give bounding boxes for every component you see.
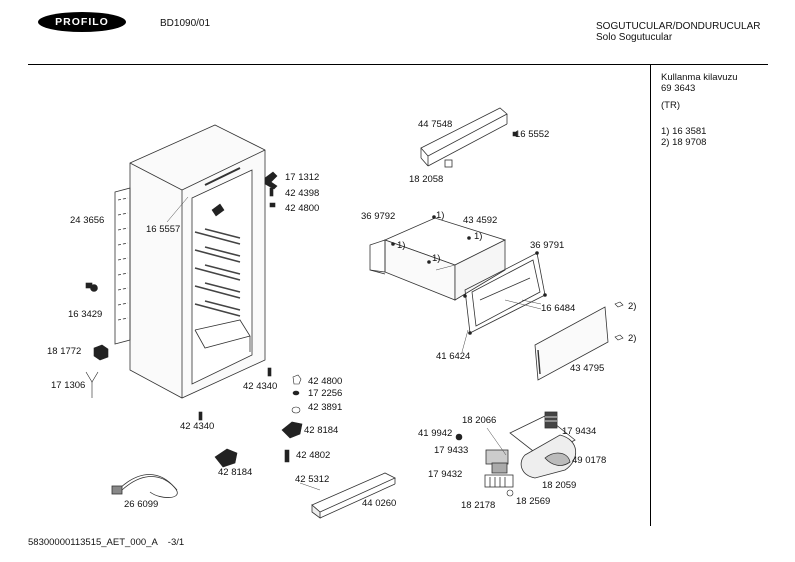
evaporator-drawing: [114, 187, 131, 345]
part-label: 17 1312: [285, 172, 320, 183]
part-label: 17 2256: [308, 388, 343, 399]
part-label: 42 4340: [180, 421, 215, 432]
part-label: 18 2178: [461, 500, 496, 511]
note-2: 2) 18 9708: [661, 137, 707, 148]
part-label: 44 0260: [362, 498, 397, 509]
screw-icon-3: [198, 411, 203, 421]
bolt-icon: [292, 374, 302, 385]
part-label: 49 0178: [572, 455, 607, 466]
category-title: SOGUTUCULAR/DONDURUCULAR: [596, 21, 761, 32]
cabinet-drawing: [129, 124, 266, 399]
bracket-icon: [264, 171, 278, 190]
footnote-marker: 1): [432, 253, 441, 264]
part-label: 18 2059: [542, 480, 577, 491]
part-label: 16 5557: [146, 224, 181, 235]
footnote-marker: 2): [628, 301, 637, 312]
part-label: 16 6484: [541, 303, 576, 314]
document-id: 58300000113515_AET_000_A -3/1: [28, 537, 185, 548]
part-label: 41 9942: [418, 428, 453, 439]
knob-icon-2: [506, 489, 514, 497]
part-label: 43 4795: [570, 363, 605, 374]
part-label: 17 9433: [434, 445, 469, 456]
part-label: 36 9791: [530, 240, 565, 251]
clip-icon-2: [614, 301, 624, 308]
bushing-icon: [85, 282, 93, 289]
part-label: 16 5552: [515, 129, 550, 140]
category-subtitle: Solo Sogutucular: [596, 32, 673, 43]
part-label: 42 4340: [243, 381, 278, 392]
profilo-logo: PROFILO: [38, 12, 126, 32]
part-label: 18 2569: [516, 496, 551, 507]
screw-icon: [269, 187, 274, 197]
clip-icon: [85, 371, 99, 383]
drawer-drawing: [369, 217, 507, 301]
handle-drawing: [311, 472, 396, 519]
door-panel-drawing: [534, 306, 609, 381]
connector-block-icon: [93, 344, 109, 361]
washer-icon-2: [292, 390, 300, 396]
nut-icon: [269, 202, 276, 208]
pin-icon: [284, 449, 290, 463]
part-label: 17 9432: [428, 469, 463, 480]
part-label: 24 3656: [70, 215, 105, 226]
hinge-plate-icon-2: [214, 448, 238, 468]
part-label: 18 2058: [409, 174, 444, 185]
language-code: (TR): [661, 100, 680, 111]
part-label: 42 3891: [308, 402, 343, 413]
footnote-marker: 1): [397, 240, 406, 251]
part-label: 42 8184: [304, 425, 339, 436]
part-label: 26 6099: [124, 499, 159, 510]
manual-label: Kullanma kilavuzu: [661, 72, 738, 83]
part-label: 17 1306: [51, 380, 86, 391]
clip-icon-3: [614, 334, 624, 341]
sidebar-divider: [650, 64, 651, 526]
knob-icon: [455, 433, 463, 441]
header-divider: [28, 64, 768, 65]
part-label: 42 8184: [218, 467, 253, 478]
part-label: 17 9434: [562, 426, 597, 437]
part-label: 36 9792: [361, 211, 396, 222]
part-label: 41 6424: [436, 351, 471, 362]
part-label: 42 4398: [285, 188, 320, 199]
part-label: 42 4800: [308, 376, 343, 387]
hinge-plate-icon: [281, 421, 303, 439]
cap-icon: [512, 131, 518, 137]
thermostat-housing-drawing: [484, 411, 577, 488]
part-label: 42 5312: [295, 474, 330, 485]
part-label: 42 4800: [285, 203, 320, 214]
top-strip-drawing: [420, 107, 508, 157]
logo-text: PROFILO: [55, 16, 109, 28]
part-label: 18 2066: [462, 415, 497, 426]
power-cord-drawing: [111, 474, 178, 498]
part-label: 43 4592: [463, 215, 498, 226]
model-number: BD1090/01: [160, 18, 211, 29]
screw-icon-2: [267, 367, 272, 377]
grommet-icon: [291, 406, 301, 414]
note-1: 1) 16 3581: [661, 126, 707, 137]
hinge-icon: [211, 203, 225, 217]
part-label: 44 7548: [418, 119, 453, 130]
part-label: 18 1772: [47, 346, 82, 357]
manual-number: 69 3643: [661, 83, 696, 94]
footnote-marker: 1): [436, 210, 445, 221]
footnote-marker: 1): [474, 231, 483, 242]
part-label: 16 3429: [68, 309, 103, 320]
part-label: 42 4802: [296, 450, 331, 461]
footnote-marker: 2): [628, 333, 637, 344]
